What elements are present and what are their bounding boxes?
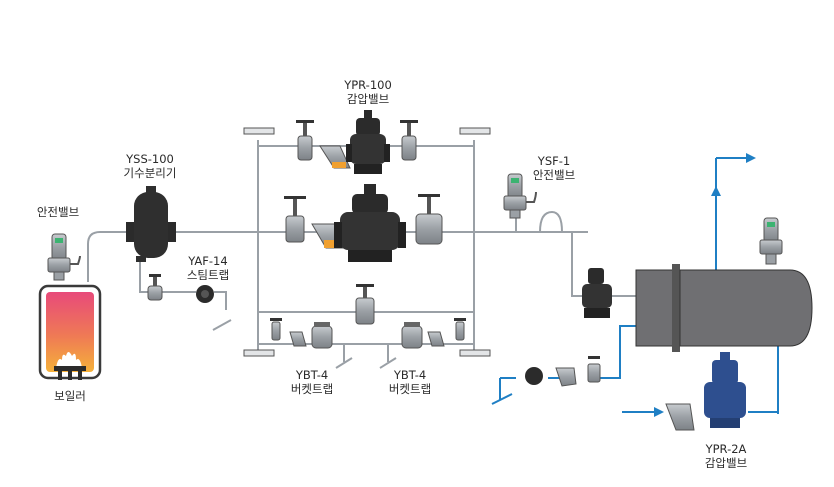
yss-name: 기수분리기 [123, 166, 177, 180]
drain-valve-icon [147, 274, 163, 301]
ypr2a-model: YPR-2A [705, 442, 747, 456]
vessel-inlet-valve-icon [582, 268, 612, 318]
yaf-name: 스팀트랩 [186, 268, 230, 282]
label-yaf: YAF-14 스팀트랩 [187, 254, 229, 282]
yss-model: YSS-100 [126, 152, 174, 166]
ybt-right-name: 버켓트랩 [388, 382, 432, 396]
ypr2a-name: 감압밸브 [704, 456, 748, 470]
burner-icon [54, 366, 86, 380]
ypr2a-reducing-valve-icon [665, 352, 746, 431]
bucket-trap-left-icon [270, 318, 333, 349]
yaf-model: YAF-14 [188, 254, 228, 268]
bypass-main-valves [284, 184, 443, 262]
label-ybt-left: YBT-4 버켓트랩 [291, 368, 333, 396]
ybt-right-model: YBT-4 [393, 368, 427, 382]
safety-valve-vessel-icon [759, 217, 783, 265]
label-ybt-right: YBT-4 버켓트랩 [389, 368, 431, 396]
heat-exchanger [635, 264, 813, 352]
bypass-top-valves [296, 110, 418, 174]
ypr100-model: YPR-100 [344, 78, 392, 92]
ysf-name: 안전밸브 [532, 168, 576, 182]
thermodynamic-trap-icon [196, 285, 214, 303]
steam-separator-icon [126, 186, 176, 262]
bucket-trap-right-icon [401, 318, 466, 349]
safety-valve-left-icon [47, 233, 81, 281]
flame-icon [56, 352, 82, 368]
boiler [38, 284, 102, 380]
pipe-caps [243, 127, 491, 357]
label-ypr2a: YPR-2A 감압밸브 [705, 442, 747, 470]
ysf-model: YSF-1 [537, 154, 571, 168]
condensate-valves [525, 356, 601, 387]
label-safety-valve-left: 안전밸브 [37, 205, 79, 219]
safety-valve-ysf-icon [503, 173, 537, 219]
label-yss: YSS-100 기수분리기 [124, 152, 177, 180]
ybt-left-name: 버켓트랩 [290, 382, 334, 396]
safety-valve-left-name: 안전밸브 [36, 205, 80, 219]
label-ypr100: YPR-100 감압밸브 [344, 78, 392, 106]
ypr100-name: 감압밸브 [346, 92, 390, 106]
water-piping [491, 153, 779, 417]
ybt-left-model: YBT-4 [295, 368, 329, 382]
label-ysf: YSF-1 안전밸브 [533, 154, 575, 182]
label-boiler: 보일러 [54, 389, 86, 403]
bypass-globe-valve-icon [355, 284, 375, 325]
boiler-name: 보일러 [54, 389, 86, 403]
